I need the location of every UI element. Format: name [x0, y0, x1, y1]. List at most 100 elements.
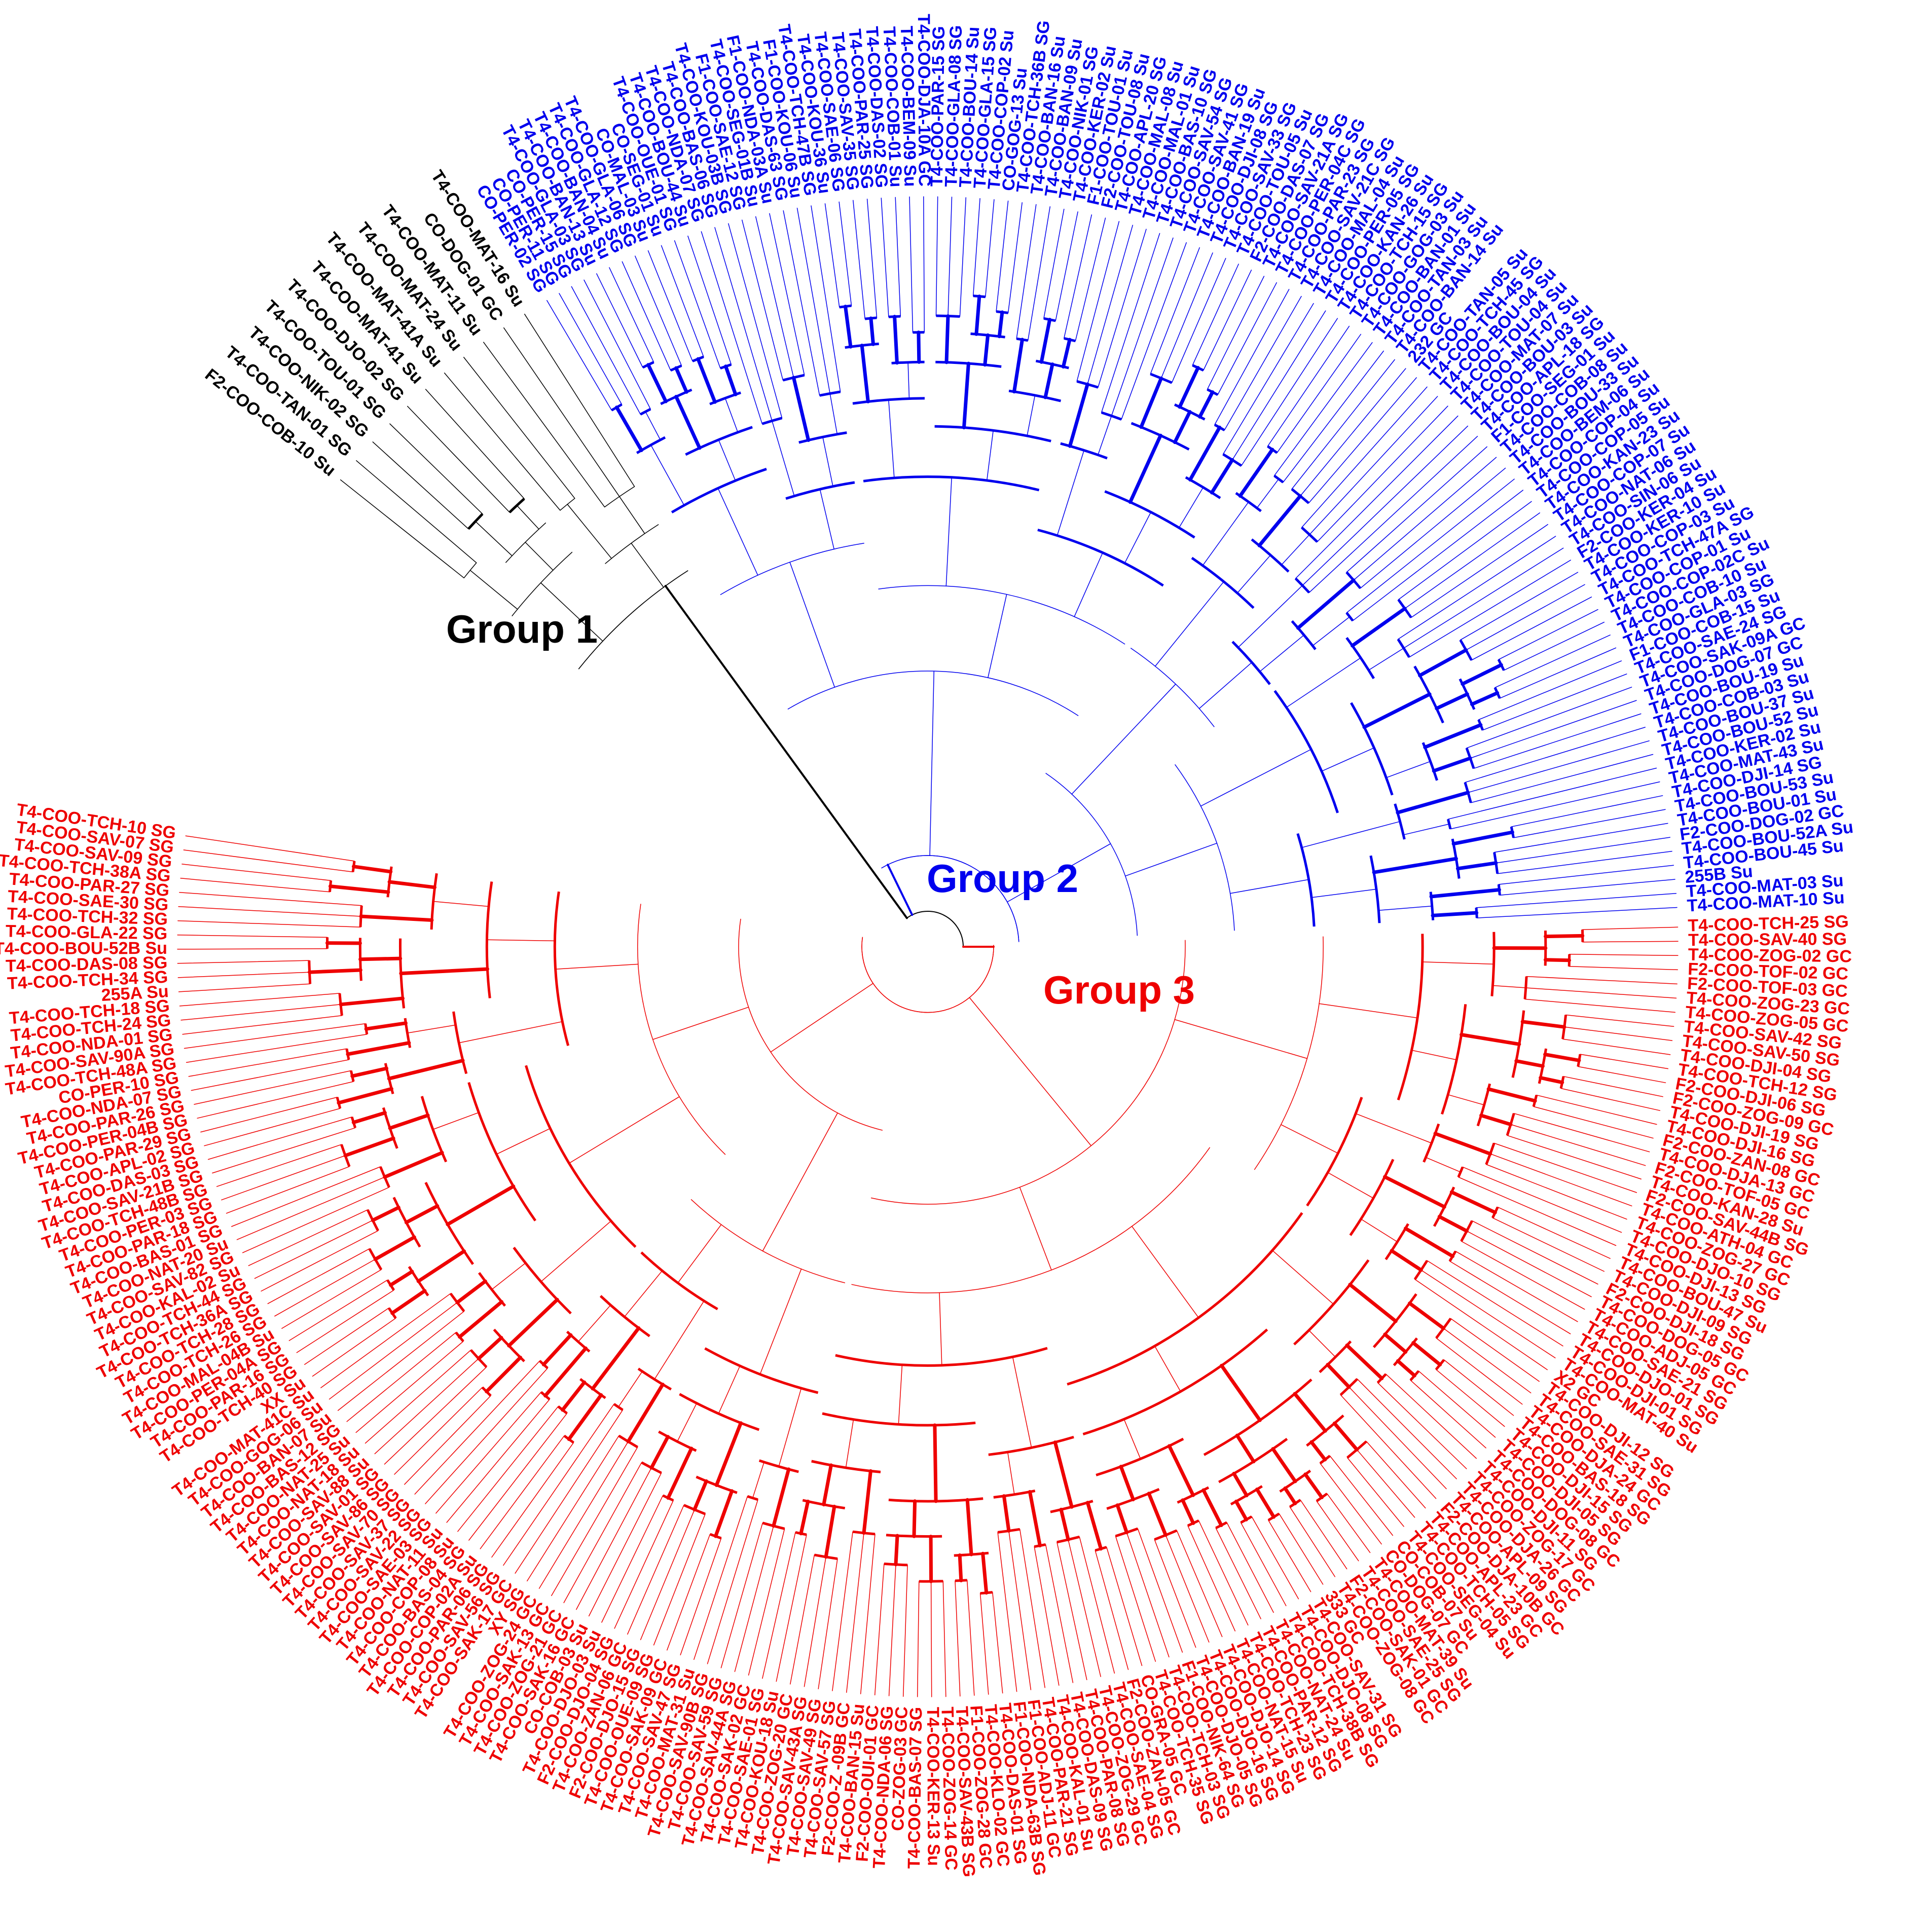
group_2-leaf-branch — [1473, 713, 1642, 769]
group_3-internal-branch — [1303, 1472, 1324, 1499]
group_2-leaf-branch — [1346, 478, 1515, 613]
group_2-clade-arc — [1291, 620, 1317, 650]
group_2-internal-branch — [844, 305, 853, 349]
group_2-internal-branch — [888, 399, 895, 478]
group_2-internal-branch — [1238, 448, 1274, 498]
group_3-leaf-branch — [694, 1496, 748, 1660]
group_3-leaf-branch — [1565, 1014, 1674, 1027]
group_2-leaf-branch — [853, 200, 865, 319]
group_3-internal-branch — [1514, 1059, 1545, 1068]
group_2-internal-branch — [907, 362, 910, 399]
group_3-leaf-branch — [226, 1166, 350, 1214]
group_1-leaf-branch — [524, 314, 635, 487]
group_3-internal-branch — [1425, 1157, 1461, 1173]
group_3-leaf-branch — [1493, 1142, 1637, 1193]
group_3-clade-arc — [802, 1499, 846, 1510]
group_3-clade-arc — [1230, 1485, 1263, 1506]
group_3-leaf-branch — [242, 1186, 390, 1253]
group_3-leaf-branch — [261, 1230, 379, 1292]
group_2-clade-arc — [785, 481, 855, 500]
group_3-leaf-branch — [1019, 1529, 1045, 1688]
group_3-clade-arc — [1106, 1488, 1160, 1510]
group_3-internal-branch — [1383, 1175, 1446, 1209]
group_3-internal-branch — [1411, 1341, 1442, 1367]
group_3-clade-arc — [382, 1107, 398, 1149]
group_2-internal-branch — [945, 477, 952, 587]
group_3-clade-arc — [579, 1378, 606, 1399]
group_3-leaf-branch — [1251, 1516, 1299, 1600]
group_2-internal-branch — [1461, 663, 1503, 686]
group_2-internal-branch — [1178, 487, 1204, 529]
group_2-leaf-branch — [1203, 270, 1252, 371]
group_3-clade-arc — [467, 1082, 537, 1221]
group_3-internal-branch — [1232, 1472, 1249, 1498]
group_3-leaf-branch — [274, 1258, 376, 1317]
group_3-leaf-branch — [394, 1387, 483, 1475]
group_3-clade-arc — [637, 904, 726, 1155]
group_3-leaf-branch — [1137, 1528, 1183, 1653]
group_3-internal-branch — [1234, 1499, 1248, 1521]
group_3-clade-arc — [1096, 1437, 1184, 1476]
group_3-clade-arc — [430, 873, 438, 930]
group_2-leaf-branch — [1496, 837, 1670, 864]
group_2-internal-branch — [772, 420, 795, 497]
group_3-internal-branch — [933, 1423, 938, 1503]
group_2-clade-arc — [888, 315, 901, 318]
group_3-internal-branch — [1348, 1283, 1398, 1323]
group_3-internal-branch — [1390, 1249, 1423, 1272]
group_3-leaf-branch — [832, 1531, 853, 1691]
group_3-leaf-branch — [551, 1446, 638, 1596]
group_2-leaf-branch — [1267, 325, 1350, 447]
group_2-clade-arc — [891, 360, 925, 364]
group_3-internal-branch — [1007, 1452, 1015, 1495]
group_3-internal-branch — [351, 1111, 387, 1125]
group_3-leaf-branch — [1289, 1506, 1336, 1577]
group_3-leaf-branch — [1056, 1542, 1087, 1681]
group_3-internal-branch — [1486, 1087, 1537, 1103]
group_3-clade-arc — [358, 938, 362, 981]
group_3-leaf-branch — [874, 1563, 885, 1696]
group_2-leaf-branch — [755, 216, 794, 378]
group_2-clade-arc — [1174, 764, 1235, 931]
group_2-leaf-branch — [571, 286, 641, 415]
group_3-clade-arc — [1082, 1328, 1268, 1436]
group_2-leaf-branch — [1471, 597, 1592, 661]
group_2-clade-arc — [1045, 772, 1138, 936]
group_3-clade-arc — [1532, 1095, 1538, 1107]
group_2-leaf-branch — [1214, 289, 1290, 425]
group_3-internal-branch — [308, 968, 362, 974]
group_2-clade-arc — [1350, 702, 1394, 796]
group_3-leaf-branch — [720, 1522, 763, 1668]
group_3-clade-arc — [861, 937, 994, 1013]
group_2-internal-branch — [1301, 821, 1401, 848]
group_2-leaf-branch — [895, 197, 901, 317]
group_3-internal-branch — [714, 1421, 743, 1487]
leaf-label: T4-COO-BOU-52B Su — [0, 939, 167, 958]
group_1-internal-branch — [475, 521, 513, 556]
group_3-leaf-branch — [979, 1593, 989, 1695]
group_2-internal-branch — [1007, 843, 1111, 903]
group_2-leaf-branch — [1346, 446, 1487, 573]
group_1-leaf-branch — [389, 423, 483, 514]
group_3-leaf-branch — [1435, 1369, 1505, 1427]
group_3-internal-branch — [1520, 1020, 1566, 1029]
group_3-leaf-branch — [204, 1108, 341, 1146]
group_3-internal-branch — [458, 1021, 563, 1044]
group_2-internal-branch — [1202, 501, 1249, 566]
group_3-leaf-branch — [1366, 1441, 1426, 1509]
group_2-leaf-branch — [1302, 425, 1469, 586]
group_3-leaf-branch — [538, 1441, 629, 1589]
group_2-leaf-branch — [1513, 809, 1666, 838]
group_2-internal-branch — [1178, 366, 1200, 409]
group_2-leaf-branch — [1111, 237, 1174, 417]
group_2-leaf-branch — [1470, 700, 1637, 759]
group_3-leaf-branch — [254, 1219, 374, 1279]
group_3-clade-arc — [747, 1495, 758, 1501]
group_3-internal-branch — [1308, 1330, 1336, 1358]
group_2-leaf-branch — [1398, 501, 1532, 600]
group_2-clade-arc — [1060, 442, 1108, 460]
group_3-leaf-branch — [588, 1472, 662, 1617]
group_2-leaf-branch — [972, 198, 980, 296]
group-1-label: Group 1 — [446, 607, 598, 651]
group_3-internal-branch — [1449, 1190, 1497, 1214]
